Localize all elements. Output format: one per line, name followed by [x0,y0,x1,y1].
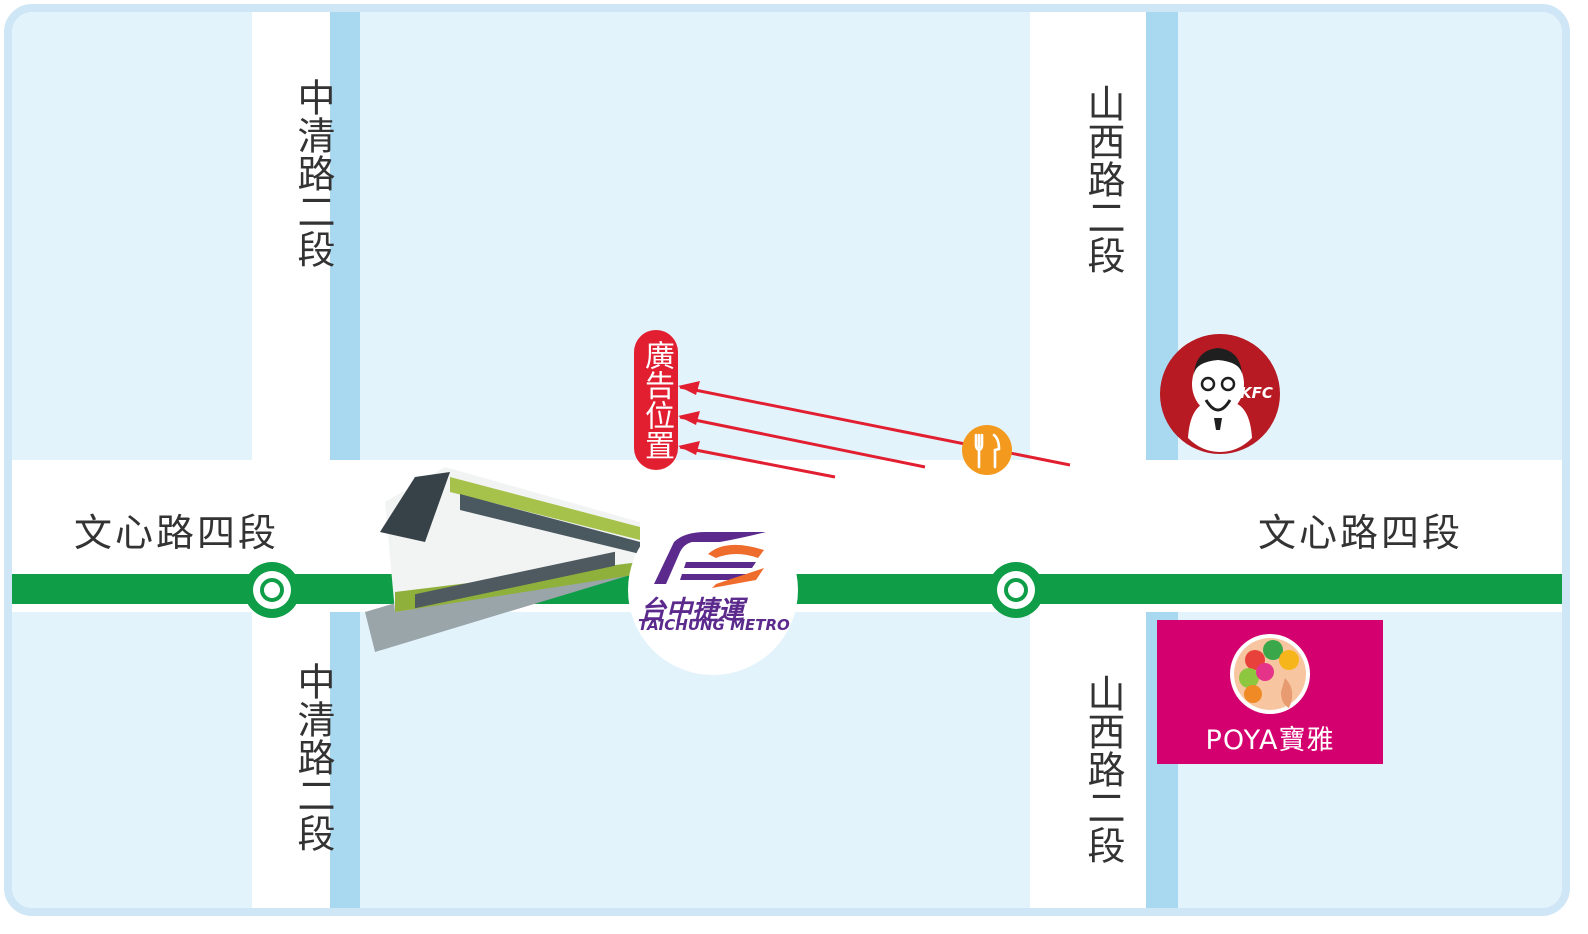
road-label-zhongqing-top: 中清路二段 [291,78,335,268]
ad-arrows [678,381,1071,479]
zhongqing-edge-bottom [330,612,360,908]
road-label-wenxin-right: 文心路四段 [1258,511,1464,555]
metro-station-inner [260,578,284,602]
metro-name-zh: 台中捷運 [640,596,745,626]
road-label-shanxi-top: 山西路二段 [1081,84,1125,274]
metro-station-icon [244,562,300,618]
metro-name-en: TAICHUNG METRO [638,616,790,634]
kfc-logo-text: KFC [1240,384,1273,402]
metro-station-inner [1004,578,1028,602]
poya-logo-text: POYA寶雅 [1205,725,1335,756]
poya-emblem-icon [1230,634,1310,714]
kfc-logo-icon [1160,334,1280,454]
block-bottom-left [12,612,252,908]
train-image [365,467,640,652]
ad-location-badge: 廣告位置 [634,330,678,470]
road-label-zhongqing-bottom: 中清路二段 [291,662,335,852]
poya-logo-icon: POYA寶雅 [1157,620,1383,764]
metro-station-icon [988,562,1044,618]
fork-knife-icon [974,433,1001,469]
zhongqing-edge [330,12,360,460]
road-label-shanxi-bottom: 山西路二段 [1081,674,1125,864]
block-top-left [12,12,252,460]
metro-logo-icon [654,532,766,588]
road-label-wenxin-left: 文心路四段 [74,511,280,555]
restaurant-icon [962,425,1012,475]
